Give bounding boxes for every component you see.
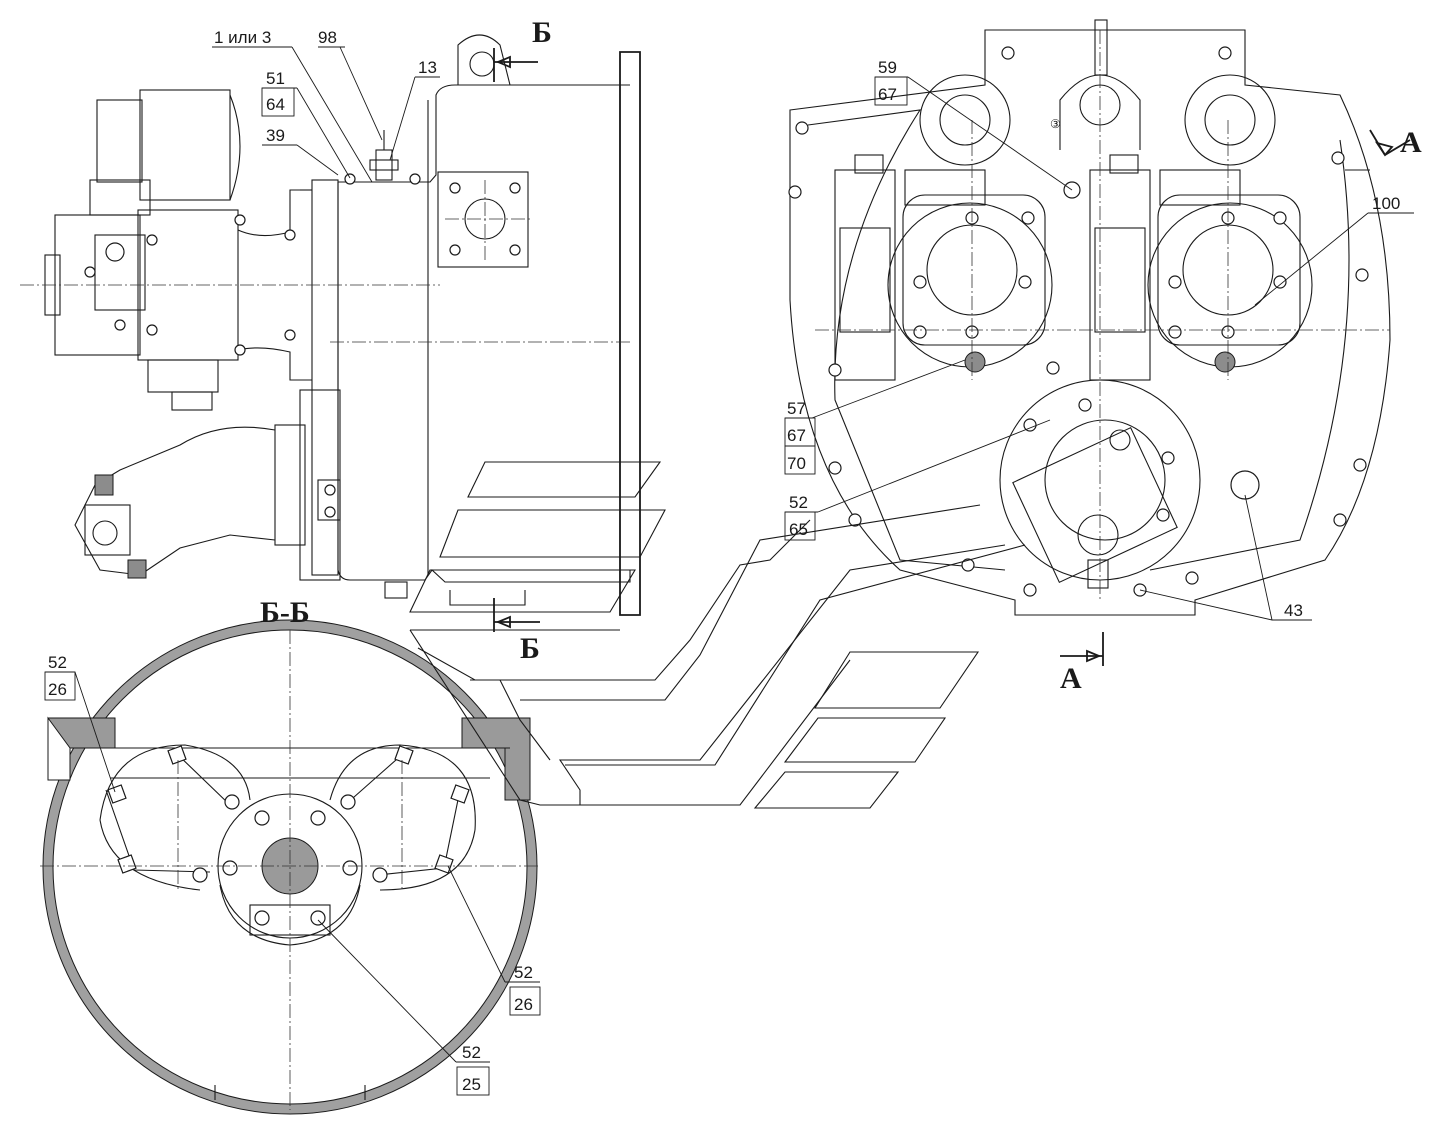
- callout-64: 64: [266, 95, 285, 114]
- callout-13: 13: [418, 58, 437, 77]
- callout-43: 43: [1284, 601, 1303, 620]
- section-view-b-b: [40, 619, 540, 1115]
- callout-98: 98: [318, 28, 337, 47]
- callout-57: 57: [787, 399, 806, 418]
- callout-65: 65: [789, 520, 808, 539]
- callout-1-or-3: 1 или 3: [214, 28, 271, 47]
- callout-26-section-right: 26: [514, 995, 533, 1014]
- section-b-top-label: Б: [532, 16, 552, 49]
- section-b-cut-marks: [493, 48, 540, 632]
- section-a-bottom-label: А: [1060, 662, 1082, 695]
- section-a-top-label: А: [1400, 126, 1422, 159]
- connector-outlines: [409, 461, 1026, 809]
- callout-52-front: 52: [789, 493, 808, 512]
- section-a-cut-marks: [1060, 129, 1411, 666]
- callout-67-top: 67: [878, 85, 897, 104]
- callout-51: 51: [266, 69, 285, 88]
- callout-39: 39: [266, 126, 285, 145]
- side-view: [20, 34, 641, 616]
- callout-26-section-left: 26: [48, 680, 67, 699]
- section-b-b-title: Б-Б: [260, 596, 310, 629]
- callout-circle-3: ③: [1050, 117, 1061, 131]
- callout-52-section-bottom: 52: [462, 1043, 481, 1062]
- callout-25: 25: [462, 1075, 481, 1094]
- callout-52-section-left: 52: [48, 653, 67, 672]
- callout-100: 100: [1372, 194, 1400, 213]
- callout-70: 70: [787, 454, 806, 473]
- section-b-bottom-label: Б: [520, 632, 540, 665]
- callout-67-mid: 67: [787, 426, 806, 445]
- callout-59: 59: [878, 58, 897, 77]
- callout-52-section-right: 52: [514, 963, 533, 982]
- front-view: [788, 19, 1391, 616]
- callout-frames: [44, 76, 908, 1096]
